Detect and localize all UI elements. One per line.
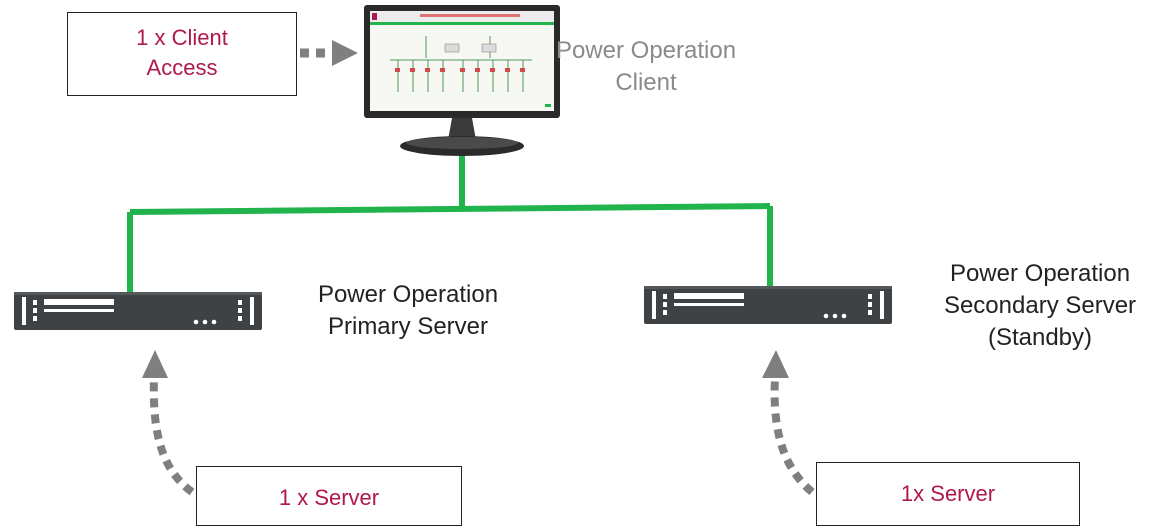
secondary-server-caption-line1: Power Operation — [949, 260, 1131, 287]
secondary-license-arrow-head — [762, 350, 789, 378]
secondary-server-caption: Power Operation Secondary Server (Standb… — [910, 258, 1170, 354]
secondary-server-license-label: 1x Server — [900, 481, 996, 506]
primary-server-caption-line1: Power Operation — [317, 281, 499, 308]
client-caption-line1: Power Operation — [555, 37, 737, 64]
primary-server-caption-line2: Primary Server — [327, 313, 489, 340]
client-access-license-box: 1 x Client Access — [67, 12, 297, 96]
client-access-arrow — [300, 40, 358, 66]
screen-logo — [372, 13, 377, 20]
screen-breakers — [395, 68, 525, 72]
secondary-server-license-box: 1x Server — [816, 462, 1080, 526]
client-access-arrow-head — [332, 40, 358, 66]
screen-one-line-diagram — [390, 36, 532, 92]
network-lines — [127, 153, 773, 292]
monitor-icon — [364, 5, 560, 156]
monitor-neck — [448, 118, 476, 140]
secondary-server-caption-line2: Secondary Server — [943, 292, 1137, 319]
primary-server-license-box: 1 x Server — [196, 466, 462, 526]
secondary-license-arrow-shaft — [770, 377, 815, 496]
primary-server-caption: Power Operation Primary Server — [280, 279, 536, 343]
network-line-horizontal — [129, 203, 771, 215]
primary-license-arrow-head — [142, 350, 168, 378]
screen-tab-bar — [370, 22, 554, 25]
primary-license-arrow-shaft — [149, 377, 195, 496]
client-access-label-line1: 1 x Client — [136, 25, 228, 50]
screen-title-bar — [420, 14, 520, 17]
primary-license-arrow — [142, 350, 195, 496]
secondary-license-arrow — [762, 350, 815, 496]
client-access-label-line2: Access — [146, 55, 218, 80]
primary-server-license-label: 1 x Server — [278, 485, 380, 510]
server-rack-icon — [14, 292, 262, 330]
client-caption-line2: Client — [615, 69, 677, 96]
secondary-server-caption-line3: (Standby) — [987, 324, 1093, 351]
server-rack-icon — [644, 286, 892, 324]
client-caption: Power Operation Client — [551, 35, 741, 99]
